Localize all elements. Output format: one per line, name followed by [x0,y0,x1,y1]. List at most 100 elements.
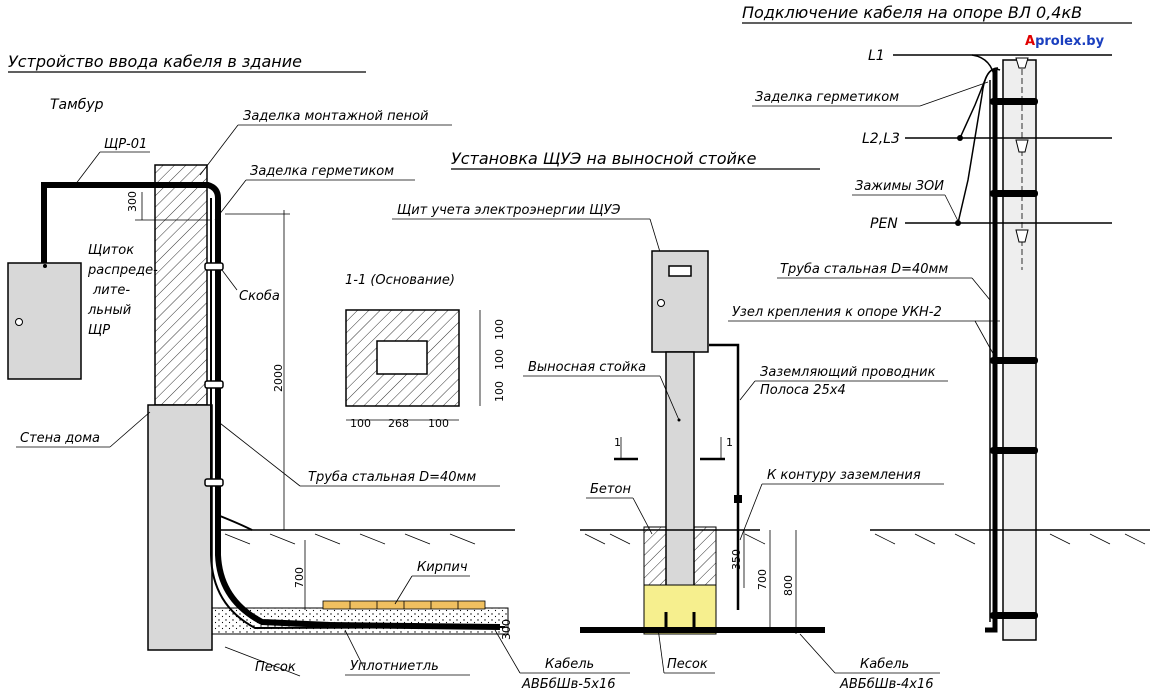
label-bracket: Скоба [239,289,280,304]
blind-area [219,515,253,531]
leader-line [109,411,151,448]
power-pole [1002,59,1037,641]
label-panel-line: Щиток [88,243,134,258]
label-foam: Заделка монтажной пеной [243,109,429,124]
dim-700-left: 700 [293,567,306,588]
leader-line [221,269,238,291]
dim-section-v: 100 [493,349,506,370]
dim-800: 800 [782,575,795,596]
meter-window [668,265,692,277]
brand-first: A [1025,34,1035,49]
ground-hatching [584,533,766,545]
dim-700-mid: 700 [756,569,769,590]
label-concrete: Бетон [590,482,631,497]
title-shue-install: Установка ЩУЭ на выносной стойке [451,149,757,168]
dim-section-h: 268 [388,417,409,430]
dim-section-h: 100 [428,417,449,430]
concrete-left [643,526,667,586]
label-cable-type-mid: АВБбШв-4x16 [839,677,934,692]
dim-section-v: 100 [493,381,506,402]
dim-section-h: 100 [350,417,371,430]
label-sand-mid: Песок [667,657,708,672]
pole-cable [985,70,998,633]
leader-line [659,375,680,421]
cut-mark-label: 1 [726,436,733,449]
leader-line [74,151,101,186]
label-sealant-right: Заделка герметиком [755,90,899,105]
label-stand: Выносная стойка [528,360,646,375]
remote-stand [665,351,695,613]
drop-wire [971,54,996,81]
label-brick: Кирпич [417,560,468,575]
label-mount: Узел крепления к опоре УКН-2 [732,305,942,320]
leader-line [394,575,413,605]
label-sand-left: Песок [255,660,296,675]
label-pipe-right: Труба стальная D=40мм [780,262,948,277]
title-pole-connect: Подключение кабеля на опоре ВЛ 0,4кВ [742,3,1082,22]
leader-line [944,194,959,222]
leader-line [344,629,366,671]
dim-300-bottom: 300 [500,619,513,640]
leader-line [494,629,521,674]
leader-line [739,483,763,541]
dim-section-v: 100 [493,319,506,340]
bracket-icon [204,478,224,487]
bracket-icon [204,380,224,389]
label-cable-mid: Кабель [860,657,909,672]
label-panel-line: льный [87,303,131,318]
label-panel-line: ЩР [88,323,110,338]
dim-300-top: 300 [126,191,139,212]
section-title: 1-1 (Основание) [345,273,455,288]
leader-line [215,419,301,487]
label-l23: L2,L3 [862,131,900,147]
sand-layer [211,607,509,635]
label-pipe-left: Труба стальная D=40мм [308,470,476,485]
leader-line [632,497,653,535]
ground-hatching [874,533,1146,545]
drop-wire [957,67,999,224]
label-cable-left: Кабель [545,657,594,672]
brick-joints [349,601,459,609]
label-panel-line: распреде- [87,263,158,278]
drop-wire [959,68,1001,139]
brand-logo: Aprolex.by [1025,34,1105,49]
dim-2000: 2000 [272,364,285,392]
label-ground-conductor: Заземляющий проводник [760,365,936,380]
label-clamps: Зажимы ЗОИ [855,179,944,194]
base-opening [376,340,428,375]
ground-conductor [709,343,740,610]
leader-line [919,81,989,107]
stand-base [664,612,696,630]
meter-lock-icon [657,299,665,307]
label-panel-line: лите- [92,283,130,298]
concrete-right [693,526,717,586]
brand-rest: prolex.by [1035,34,1105,49]
cut-mark-label: 1 [614,436,621,449]
insulator-icon [1015,57,1029,243]
dim-350: 350 [730,549,743,570]
bracket-icon [204,262,224,271]
label-pen: PEN [870,216,898,232]
house-wall-foundation [147,404,213,651]
label-wall: Стена дома [20,431,100,446]
label-seal: Уплотниетль [350,659,439,674]
label-strip: Полоса 25x4 [760,383,846,398]
mounting-band-icon [990,98,1038,619]
label-to-ground: К контуру заземления [767,468,921,483]
clamp-icon [957,135,963,141]
panel-lock-icon [15,318,23,326]
leader-line [799,633,836,674]
label-sealant-left: Заделка герметиком [250,164,394,179]
leader-line [739,380,756,401]
ground-hatching [224,533,476,545]
sand-base [643,584,717,635]
label-tambur: Тамбур [50,97,104,113]
label-shr01: ЩР-01 [104,137,147,152]
panel-gland-icon [43,264,47,268]
leader-line [214,179,247,221]
leader-line [971,277,991,301]
label-l1: L1 [868,48,885,64]
clamp-icon [955,220,961,226]
